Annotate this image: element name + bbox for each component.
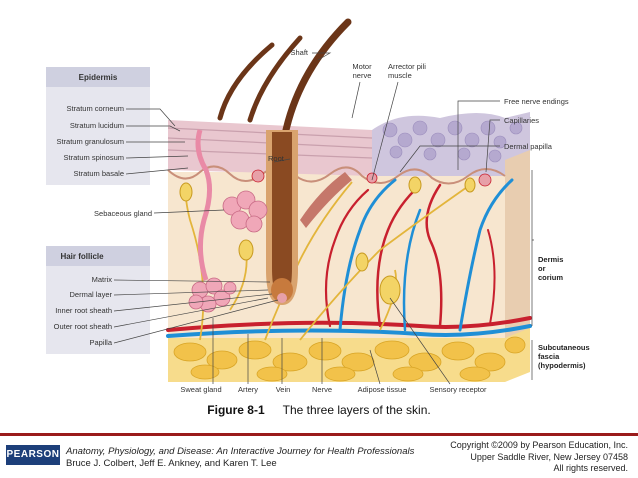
sebaceous-gland — [222, 190, 268, 233]
adipose-cells — [173, 336, 526, 382]
artery-branch-4 — [487, 229, 496, 325]
label-free-nerve-endings: Free nerve endings — [504, 97, 569, 106]
label-dermis-2: or — [538, 264, 546, 273]
hair-shaft-main — [282, 18, 352, 134]
leader-lines — [113, 52, 534, 385]
label-subcut-1: Subcutaneous — [538, 343, 590, 352]
book-authors: Bruce J. Colbert, Jeff E. Ankney, and Ka… — [66, 458, 277, 469]
label-nerve: Nerve — [312, 385, 332, 394]
book-title: Anatomy, Physiology, and Disease: An Int… — [66, 446, 415, 457]
footer-divider — [0, 433, 638, 436]
blood-vessels — [166, 178, 532, 338]
label-sensory-receptor: Sensory receptor — [429, 385, 487, 394]
copyright-line-1: Copyright ©2009 by Pearson Education, In… — [450, 440, 628, 450]
dermal-papilla-wave — [167, 165, 506, 185]
label-subcut-2: fascia — [538, 352, 560, 361]
book-citation: Anatomy, Physiology, and Disease: An Int… — [66, 446, 414, 470]
label-dermis-1: Dermis — [538, 255, 563, 264]
label-arrector-2: muscle — [388, 71, 412, 80]
artery-branch-3 — [324, 188, 370, 328]
artery-branch-1 — [376, 183, 422, 328]
sweat-gland — [188, 129, 237, 313]
label-adipose-tissue: Adipose tissue — [358, 385, 407, 394]
hair-papilla — [277, 293, 287, 303]
vein-branch-2 — [458, 178, 514, 332]
vein-branch-3 — [402, 208, 422, 332]
label-dermal-layer: Dermal layer — [69, 290, 112, 299]
label-stratum-lucidum: Stratum lucidum — [70, 121, 124, 130]
figure-number: Figure 8-1 — [207, 403, 265, 417]
label-dermal-papilla: Dermal papilla — [504, 142, 553, 151]
epidermis-box-title: Epidermis — [79, 73, 118, 82]
hair-follicle-legend-box: Hair follicle Matrix Dermal layer Inner … — [46, 246, 150, 354]
label-root: Root — [268, 154, 285, 163]
label-vein: Vein — [276, 385, 291, 394]
label-matrix: Matrix — [92, 275, 113, 284]
vein-branch-1 — [338, 178, 397, 332]
sweat-duct — [195, 129, 212, 281]
hair-shaft-1 — [217, 42, 275, 121]
label-dermis-3: corium — [538, 273, 563, 282]
epidermis-cells — [382, 120, 523, 163]
hair-shaft-2 — [247, 35, 303, 123]
sensory-receptors — [179, 176, 476, 305]
figure-title: The three layers of the skin. — [282, 403, 431, 417]
copyright-notice: Copyright ©2009 by Pearson Education, In… — [450, 440, 628, 475]
figure-caption: Figure 8-1 The three layers of the skin. — [0, 403, 638, 417]
label-sweat-gland: Sweat gland — [180, 385, 221, 394]
copyright-line-3: All rights reserved. — [553, 463, 628, 473]
label-capillaries: Capillaries — [504, 116, 539, 125]
label-papilla: Papilla — [89, 338, 112, 347]
label-artery: Artery — [238, 385, 258, 394]
follicle-inner — [272, 132, 292, 298]
label-motor-nerve-1: Motor — [352, 62, 372, 71]
label-sebaceous-gland: Sebaceous gland — [94, 209, 152, 218]
label-stratum-corneum: Stratum corneum — [66, 104, 124, 113]
hair-follicle-box-title: Hair follicle — [60, 252, 104, 261]
hair-bulb — [271, 278, 293, 302]
vein-main — [166, 324, 532, 338]
artery-branch-2 — [425, 183, 443, 328]
label-outer-root-sheath: Outer root sheath — [54, 322, 112, 331]
label-inner-root-sheath: Inner root sheath — [55, 306, 112, 315]
label-stratum-granulosum: Stratum granulosum — [56, 137, 124, 146]
label-arrector-1: Arrector pili — [388, 62, 426, 71]
label-motor-nerve-2: nerve — [353, 71, 372, 80]
dermis-side — [505, 140, 530, 340]
dermis-layer — [168, 172, 505, 340]
artery-main — [166, 316, 532, 332]
label-subcut-3: (hypodermis) — [538, 361, 586, 370]
copyright-line-2: Upper Saddle River, New Jersey 07458 — [470, 451, 628, 462]
capillary-loops — [251, 169, 492, 187]
hair — [217, 18, 352, 305]
label-stratum-basale: Stratum basale — [74, 169, 124, 178]
pearson-logo: PEARSON — [6, 445, 60, 465]
label-shaft: Shaft — [290, 48, 308, 57]
label-stratum-spinosum: Stratum spinosum — [64, 153, 124, 162]
arrector-pili-muscle — [300, 172, 352, 228]
